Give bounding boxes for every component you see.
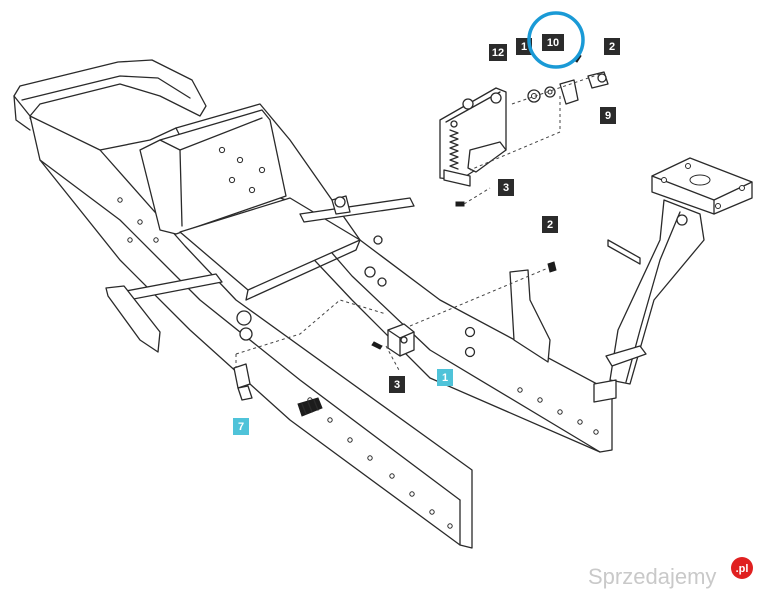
callout-7-label: 7 (238, 421, 244, 433)
watermark-dot (731, 557, 753, 579)
highlight-circle (527, 11, 585, 69)
callout-10-label: 10 (547, 37, 559, 49)
callout-12-bg (489, 44, 507, 61)
watermark-suffix: .pl (736, 563, 749, 575)
callout-12-label: 12 (492, 47, 504, 59)
tractor-frame (13, 59, 613, 549)
callout-12: 12 (489, 44, 507, 61)
watermark-text: Sprzedajemy (588, 564, 716, 589)
rail-holes (117, 146, 599, 529)
frame-bolts (236, 196, 476, 358)
callout-2-mid: 2 (542, 216, 558, 233)
callout-1-top-label: 1 (521, 41, 527, 53)
switch-bracket (371, 261, 557, 373)
callout-2-top: 2 (604, 38, 620, 55)
spring-bracket-assembly (439, 53, 609, 207)
callout-3-bottom-label: 3 (394, 379, 400, 391)
watermark-logo: Sprzedajemy .pl (588, 557, 753, 589)
callout-3-top: 3 (498, 179, 514, 196)
callout-2-mid-label: 2 (547, 219, 553, 231)
callout-3-top-label: 3 (503, 182, 509, 194)
callout-1-bottom: 1 (437, 369, 453, 386)
lower-parts (233, 299, 387, 417)
callout-3-bottom: 3 (389, 376, 405, 393)
callout-9-label: 9 (605, 110, 611, 122)
callout-2-top-label: 2 (609, 41, 615, 53)
callout-7: 7 (233, 418, 249, 435)
pedal-assembly (593, 157, 753, 403)
callout-1-bottom-label: 1 (442, 372, 448, 384)
callout-10: 10 (542, 34, 564, 51)
callout-9: 9 (600, 107, 616, 124)
